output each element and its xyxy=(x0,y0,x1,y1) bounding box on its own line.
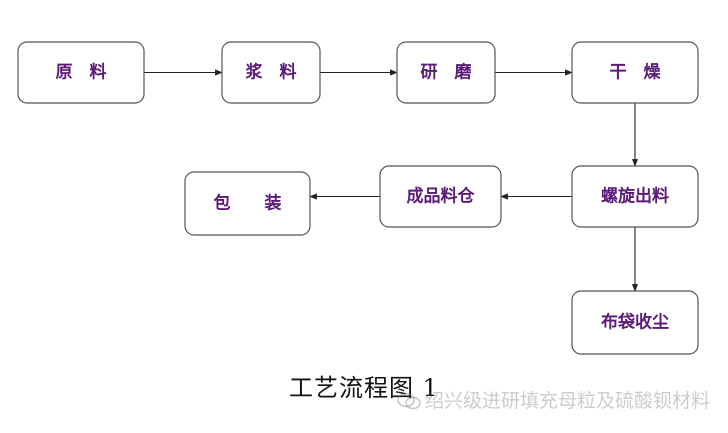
node-box-slurry xyxy=(221,41,321,104)
node-label-dry: 干 燥 xyxy=(610,63,662,83)
node-slurry: 浆 料 xyxy=(221,41,321,104)
diagram-caption: 工艺流程图 1 xyxy=(289,374,439,402)
node-label-raw: 原 料 xyxy=(56,62,107,83)
node-box-silo xyxy=(379,165,502,228)
node-box-raw xyxy=(17,41,145,104)
watermark-text: 绍兴级进研填充母粒及硫酸钡材料 xyxy=(424,390,710,412)
node-label-screw: 螺旋出料 xyxy=(601,186,669,207)
node-box-dry xyxy=(571,41,699,104)
edges xyxy=(144,69,639,292)
node-box-dust xyxy=(571,290,699,355)
node-label-grind: 研 磨 xyxy=(421,62,473,83)
node-box-screw xyxy=(571,165,699,228)
node-screw: 螺旋出料 xyxy=(571,165,699,228)
node-grind: 研 磨 xyxy=(396,41,496,104)
node-label-dust: 布袋收尘 xyxy=(601,312,669,333)
node-label-silo: 成品料仓 xyxy=(407,186,476,207)
node-box-grind xyxy=(396,41,496,104)
node-pack: 包 装 xyxy=(184,171,311,236)
node-dust: 布袋收尘 xyxy=(571,290,699,355)
node-silo: 成品料仓 xyxy=(379,165,502,228)
node-box-pack xyxy=(184,171,311,236)
node-dry: 干 燥 xyxy=(571,41,699,104)
node-raw: 原 料 xyxy=(17,41,145,104)
wechat-icon xyxy=(397,392,421,410)
watermark: 绍兴级进研填充母粒及硫酸钡材料 xyxy=(397,386,710,413)
node-label-pack: 包 装 xyxy=(214,193,282,214)
node-label-slurry: 浆 料 xyxy=(246,62,297,83)
